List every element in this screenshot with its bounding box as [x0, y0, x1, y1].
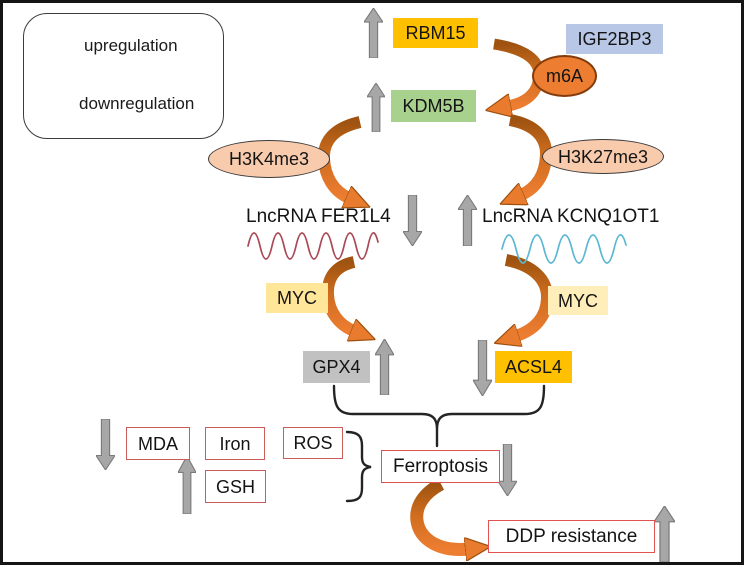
node-ros: ROS	[283, 427, 343, 459]
myc-right-curved-arrow-icon	[506, 254, 553, 336]
node-h3k27me3: H3K27me3	[542, 139, 664, 174]
node-myc-right: MYC	[548, 286, 608, 315]
legend-upregulation-label: upregulation	[84, 36, 178, 55]
acsl4-down-arrow-icon	[473, 340, 492, 396]
node-igf2bp3: IGF2BP3	[566, 24, 663, 54]
gpx4-up-arrow-icon	[375, 339, 394, 395]
mda-down-arrow-icon	[96, 419, 115, 470]
ferroptosis-down-arrow-icon	[498, 444, 517, 496]
rbm15-up-arrow-icon	[364, 8, 383, 58]
merge-brace-icon	[332, 384, 546, 448]
label-lncrna-kcnq1ot1: LncRNA KCNQ1OT1	[482, 206, 660, 227]
node-h3k4me3: H3K4me3	[208, 140, 330, 178]
node-gsh: GSH	[205, 470, 266, 503]
node-gpx4: GPX4	[303, 351, 370, 383]
kcnq1ot1-up-arrow-icon	[458, 195, 477, 246]
node-m6a: m6A	[532, 55, 597, 97]
label-lncrna-fer1l4: LncRNA FER1L4	[246, 206, 391, 227]
legend-box: upregulation downregulation	[23, 13, 224, 139]
fer1l4-down-arrow-icon	[403, 195, 422, 246]
gsh-up-arrow-icon	[178, 456, 196, 514]
ddp-up-arrow-icon	[654, 506, 675, 562]
markers-brace-icon	[345, 430, 372, 503]
kdm5b-up-arrow-icon	[367, 83, 385, 132]
node-ddp-resistance: DDP resistance	[488, 520, 655, 553]
h3k27me3-curved-arrow-icon	[510, 114, 553, 195]
node-acsl4: ACSL4	[495, 351, 572, 383]
node-ferroptosis: Ferroptosis	[381, 450, 500, 483]
myc-left-curved-arrow-icon	[321, 256, 354, 331]
node-myc-left: MYC	[266, 283, 328, 313]
node-kdm5b: KDM5B	[391, 90, 476, 122]
legend-downregulation-label: downregulation	[79, 94, 195, 113]
node-mda: MDA	[126, 427, 190, 460]
node-iron: Iron	[205, 427, 265, 460]
kcnq1ot1-rna-wave-icon	[501, 234, 627, 264]
node-rbm15: RBM15	[393, 18, 478, 48]
fer1l4-rna-wave-icon	[247, 232, 379, 260]
ferroptosis-curved-arrow-icon	[410, 478, 468, 549]
